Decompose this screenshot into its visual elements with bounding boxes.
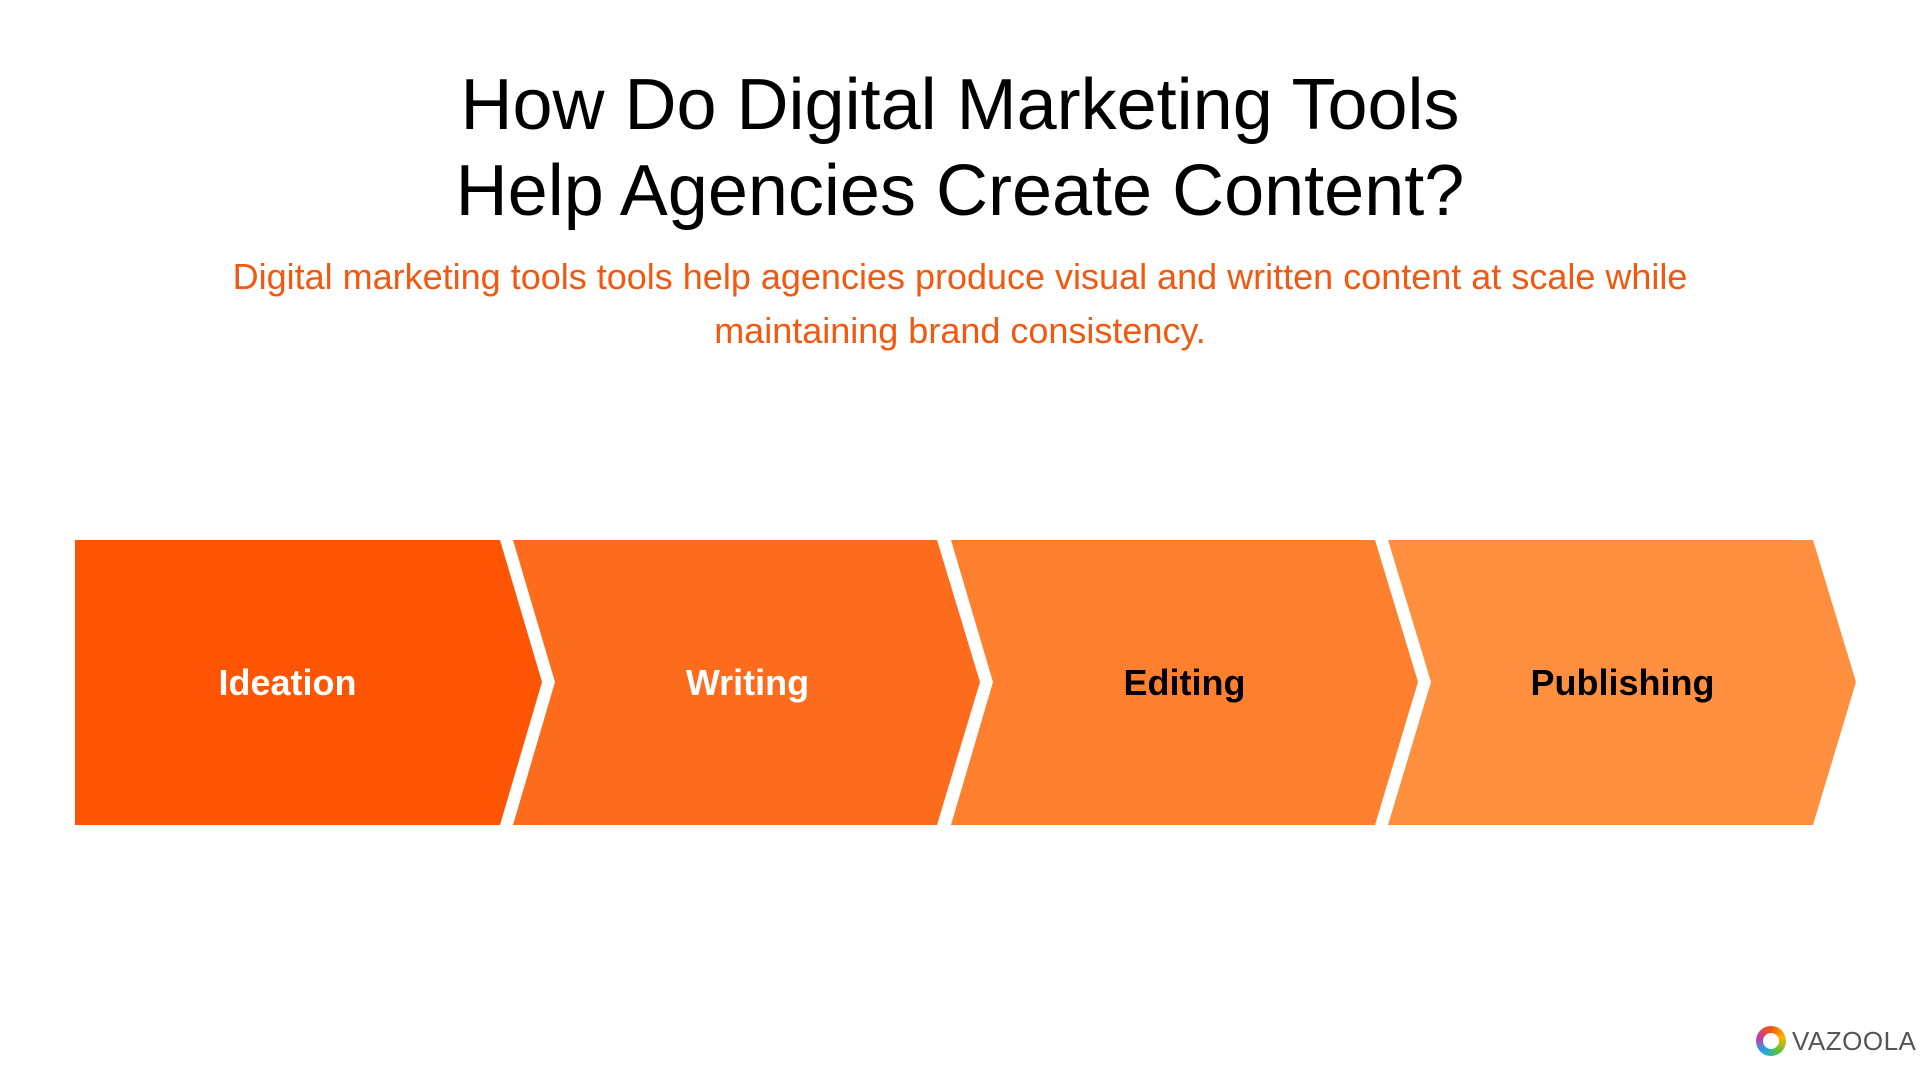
- step-label-editing: Editing: [1123, 661, 1246, 703]
- vazoola-logo: VAZOOLA: [1756, 1020, 1916, 1062]
- step-shape-ideation: [75, 540, 542, 825]
- page-subtitle: Digital marketing tools tools help agenc…: [160, 250, 1760, 358]
- subtitle-line-2: maintaining brand consistency.: [714, 310, 1206, 351]
- step-label-ideation: Ideation: [218, 661, 357, 703]
- process-flow: Ideation Writing Editing Publishing: [0, 540, 1920, 825]
- step-shape-writing: [513, 540, 980, 825]
- step-shape-publishing: [1388, 540, 1856, 825]
- process-arrows: [75, 540, 1856, 825]
- step-label-publishing: Publishing: [1530, 661, 1715, 703]
- step-label-writing: Writing: [685, 661, 810, 703]
- subtitle-line-1: Digital marketing tools tools help agenc…: [232, 256, 1688, 297]
- page-title: How Do Digital Marketing Tools Help Agen…: [0, 62, 1920, 234]
- step-shape-editing: [951, 540, 1418, 825]
- title-line-2: Help Agencies Create Content?: [455, 151, 1465, 231]
- vazoola-ring-icon: [1756, 1026, 1786, 1056]
- title-line-1: How Do Digital Marketing Tools: [460, 65, 1460, 145]
- logo-text: VAZOOLA: [1792, 1025, 1917, 1056]
